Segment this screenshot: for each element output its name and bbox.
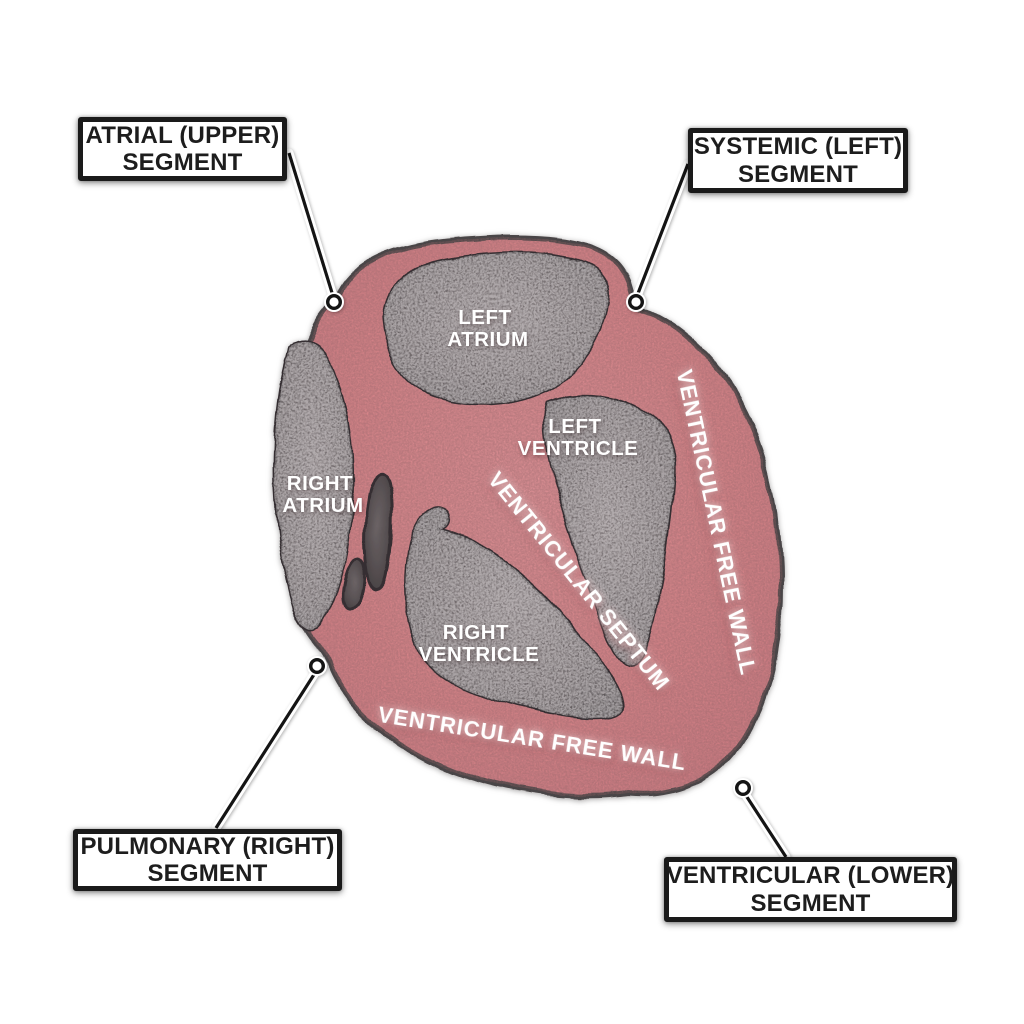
callout-box-atrial-upper-segment: ATRIAL (UPPER) SEGMENT <box>78 117 287 181</box>
callout-label-line: SEGMENT <box>737 160 859 188</box>
callout-label-line: ATRIAL (UPPER) <box>85 121 280 149</box>
heart-illustration <box>274 235 783 799</box>
callout-label-line: SEGMENT <box>122 149 243 176</box>
tricuspid-valve-leaflet-small <box>341 557 367 613</box>
tricuspid-valve-leaflet <box>363 472 395 590</box>
left-atrium-label: LEFT ATRIUM <box>447 306 528 351</box>
leader-line-systemic-left <box>626 159 693 312</box>
left-ventricle-label: LEFT VENTRICLE <box>518 415 639 460</box>
callout-box-pulmonary-right-segment: PULMONARY (RIGHT) SEGMENT <box>73 829 342 891</box>
leader-line-atrial-upper <box>284 148 344 312</box>
right-ventricle-label: RIGHT VENTRICLE <box>419 621 540 666</box>
callout-label-line: SEGMENT <box>750 889 871 917</box>
right-atrium-label: RIGHT ATRIUM <box>282 472 363 517</box>
leader-line-pulmonary-right <box>211 656 327 833</box>
leader-line-ventricular-lower <box>733 778 791 862</box>
callout-box-ventricular-lower-segment: VENTRICULAR (LOWER) SEGMENT <box>664 857 957 922</box>
callout-label-line: PULMONARY (RIGHT) <box>80 832 335 860</box>
callout-label-line: SEGMENT <box>147 860 268 887</box>
callout-box-systemic-left-segment: SYSTEMIC (LEFT) SEGMENT <box>688 128 908 193</box>
callout-label-line: VENTRICULAR (LOWER) <box>666 862 955 890</box>
callout-label-line: SYSTEMIC (LEFT) <box>693 133 903 161</box>
